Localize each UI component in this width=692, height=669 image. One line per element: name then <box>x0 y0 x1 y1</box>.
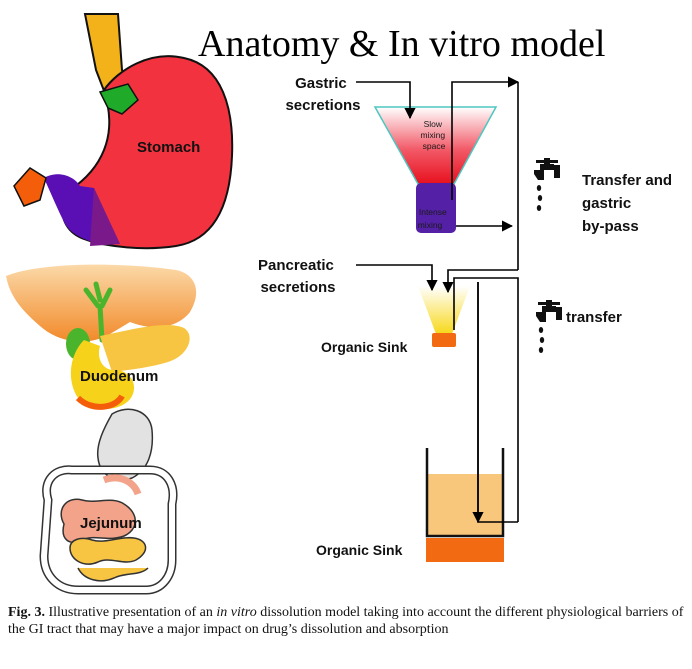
intense-mixing-label: Intense mixing <box>418 207 449 230</box>
transfer-label: transfer <box>566 309 622 326</box>
organic-sink-label-2: Organic Sink <box>316 542 403 558</box>
faucet-icon <box>536 300 562 353</box>
caption-text-2: dissolution model taking into account th… <box>8 605 684 637</box>
caption-text-1: Illustrative presentation of an <box>44 605 217 620</box>
stomach-illustration: Stomach <box>13 13 234 250</box>
duodenal-compartment <box>418 286 470 347</box>
transfer-bypass-label: Transfer and gastric by-pass <box>582 172 676 235</box>
duodenum-label: Duodenum <box>80 368 158 385</box>
slow-mixing-label: Slow mixing space <box>421 119 448 151</box>
stomach-label: Stomach <box>137 139 200 156</box>
organic-sink-label-1: Organic Sink <box>321 339 408 355</box>
caption-italic: in vitro <box>216 605 257 620</box>
jejunal-beaker <box>425 448 505 562</box>
jejunum-illustration: Jejunum <box>39 408 178 595</box>
duodenum-illustration: Duodenum <box>6 264 197 410</box>
diagram-figure: Anatomy & In vitro model Stomach Duodenu… <box>6 13 676 595</box>
gastric-secretions-label: Gastric secretions <box>285 75 360 114</box>
figure-number: Fig. 3. <box>8 605 45 620</box>
figure-caption: Fig. 3. Illustrative presentation of an … <box>8 604 688 638</box>
pancreatic-secretions-label: Pancreatic secretions <box>258 257 338 296</box>
flow-arrows <box>356 76 520 524</box>
jejunum-label: Jejunum <box>80 515 142 532</box>
faucet-icon <box>534 158 560 211</box>
gastric-compartment: Slow mixing space Intense mixing <box>373 106 498 233</box>
figure-title: Anatomy & In vitro model <box>198 23 605 65</box>
